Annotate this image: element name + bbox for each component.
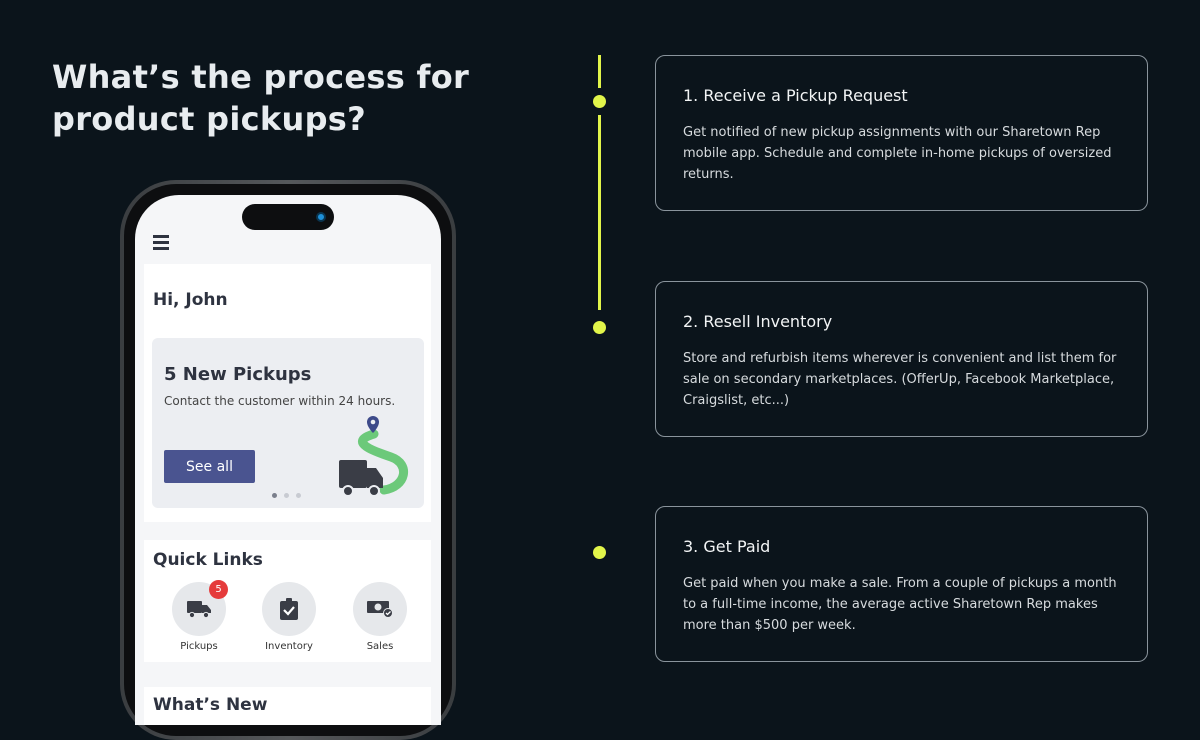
timeline-dot	[593, 546, 606, 559]
greeting: Hi, John	[153, 290, 228, 310]
step-body: Get paid when you make a sale. From a co…	[683, 576, 1117, 633]
timeline-dot	[593, 321, 606, 334]
timeline-line	[598, 55, 601, 88]
phone-mockup: Hi, John 5 New Pickups Contact the custo…	[120, 180, 456, 740]
quick-links-title: Quick Links	[153, 550, 263, 570]
whats-new-card: What’s New	[144, 687, 431, 725]
see-all-button[interactable]: See all	[164, 450, 255, 483]
quick-link-pickups[interactable]: 5 Pickups	[159, 580, 239, 652]
promo-title: 5 New Pickups	[164, 364, 312, 385]
step-card-2: 2. Resell Inventory Store and refurbish …	[655, 281, 1148, 437]
timeline-line	[598, 115, 601, 310]
camera-icon	[316, 212, 326, 222]
hamburger-menu-icon[interactable]	[153, 235, 169, 253]
phone-screen: Hi, John 5 New Pickups Contact the custo…	[135, 195, 441, 725]
step-card-1: 1. Receive a Pickup Request Get notified…	[655, 55, 1148, 211]
pickups-badge: 5	[209, 580, 228, 599]
pickups-promo: 5 New Pickups Contact the customer withi…	[152, 338, 424, 508]
quick-link-sales[interactable]: Sales	[340, 582, 420, 652]
step-body: Store and refurbish items wherever is co…	[683, 351, 1117, 408]
truck-route-icon	[339, 416, 409, 497]
quick-link-label: Sales	[366, 641, 394, 652]
truck-icon	[187, 601, 211, 618]
promo-subtitle: Contact the customer within 24 hours.	[164, 394, 396, 408]
money-check-icon	[367, 601, 393, 618]
step-title: 3. Get Paid	[683, 537, 771, 556]
clipboard-check-icon	[280, 598, 298, 620]
quick-link-inventory[interactable]: Inventory	[249, 582, 329, 652]
greeting-card: Hi, John 5 New Pickups Contact the custo…	[144, 264, 431, 522]
step-title: 1. Receive a Pickup Request	[683, 86, 908, 105]
carousel-dots[interactable]	[272, 493, 301, 498]
step-card-3: 3. Get Paid Get paid when you make a sal…	[655, 506, 1148, 662]
dynamic-island	[242, 204, 334, 230]
quick-link-label: Pickups	[180, 641, 218, 652]
step-body: Get notified of new pickup assignments w…	[683, 125, 1112, 182]
whats-new-title: What’s New	[153, 695, 268, 715]
page-title: What’s the process for product pickups?	[52, 58, 470, 138]
quick-link-label: Inventory	[265, 641, 313, 652]
quick-links-card: Quick Links 5 Pickups Inventory Sales	[144, 540, 431, 662]
step-title: 2. Resell Inventory	[683, 312, 833, 331]
timeline-dot	[593, 95, 606, 108]
